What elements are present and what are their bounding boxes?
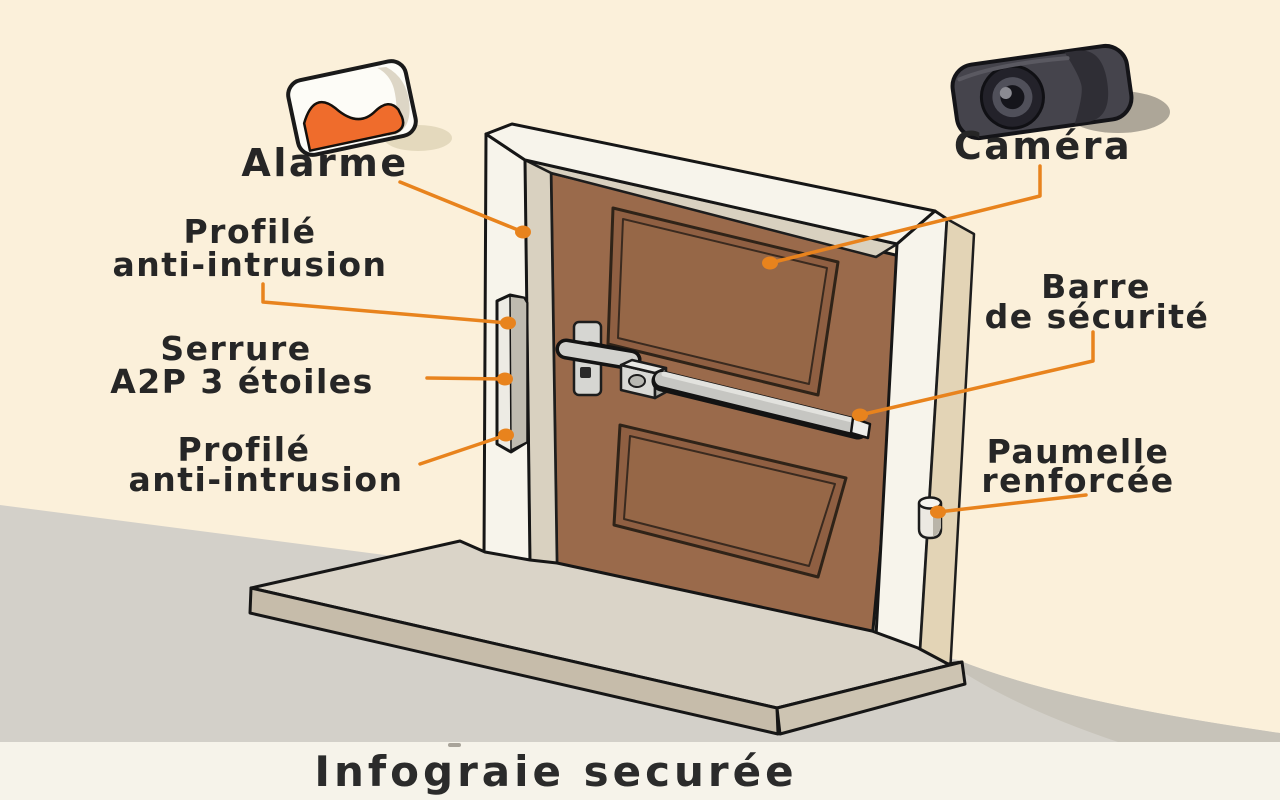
- callout-serrure: Serrure A2P 3 étoiles: [110, 329, 513, 401]
- footer-strip: [0, 742, 1280, 800]
- barre-leader-dot: [852, 408, 868, 422]
- callout-profile-bottom: Profilé anti-intrusion: [128, 428, 514, 499]
- camera-leader-dot: [762, 256, 778, 270]
- label-camera: Caméra: [954, 124, 1132, 168]
- step-front-face: [248, 586, 780, 736]
- paumelle-leader-dot: [930, 505, 946, 519]
- callout-alarme: Alarme: [241, 141, 531, 239]
- security-bar: [651, 370, 872, 440]
- barre-leader-line: [858, 330, 1095, 417]
- label-profile-top-2: anti-intrusion: [112, 245, 387, 284]
- step-side-face: [775, 660, 967, 736]
- callout-barre: Barre de sécurité: [852, 267, 1210, 422]
- camera-leader-line: [768, 164, 1042, 265]
- step-platform: [248, 539, 967, 736]
- label-barre-1: Barre: [1041, 267, 1151, 306]
- callout-camera: Caméra: [762, 124, 1132, 270]
- door-panel-lower: [612, 423, 848, 579]
- label-serrure-1: Serrure: [160, 329, 311, 368]
- label-barre-2: de sécurité: [985, 297, 1210, 336]
- alarme-leader-line: [398, 180, 525, 234]
- callout-profile-top: Profilé anti-intrusion: [112, 212, 516, 330]
- page-title: Infograie securée: [314, 747, 797, 796]
- anti-intrusion-strip: [495, 293, 529, 454]
- label-profile-bottom-2: anti-intrusion: [128, 460, 403, 499]
- label-profile-top-1: Profilé: [184, 212, 317, 251]
- label-profile-bottom-1: Profilé: [178, 430, 311, 469]
- alarme-leader-dot: [515, 225, 531, 239]
- floor-wall-shadow: [952, 660, 1280, 742]
- serrure-leader-dot: [497, 372, 513, 386]
- label-alarme: Alarme: [241, 141, 408, 185]
- paumelle-leader-line: [936, 493, 1088, 514]
- door-handle-lever: [555, 338, 642, 371]
- security-camera-icon: [950, 43, 1134, 141]
- callout-paumelle: Paumelle renforcée: [930, 432, 1174, 519]
- label-serrure-2: A2P 3 étoiles: [110, 362, 374, 401]
- serrure-leader-line: [425, 376, 507, 381]
- profile-top-leader-line: [261, 282, 510, 325]
- alarm-siren-box-icon: [286, 59, 418, 157]
- label-paumelle-1: Paumelle: [987, 432, 1170, 471]
- title-mark: [448, 743, 461, 747]
- profile-top-leader-dot: [500, 316, 516, 330]
- label-paumelle-2: renforcée: [981, 461, 1174, 500]
- profile-bottom-leader-line: [418, 433, 508, 466]
- security-bar-end-cap: [849, 416, 872, 440]
- profile-bottom-leader-dot: [498, 428, 514, 442]
